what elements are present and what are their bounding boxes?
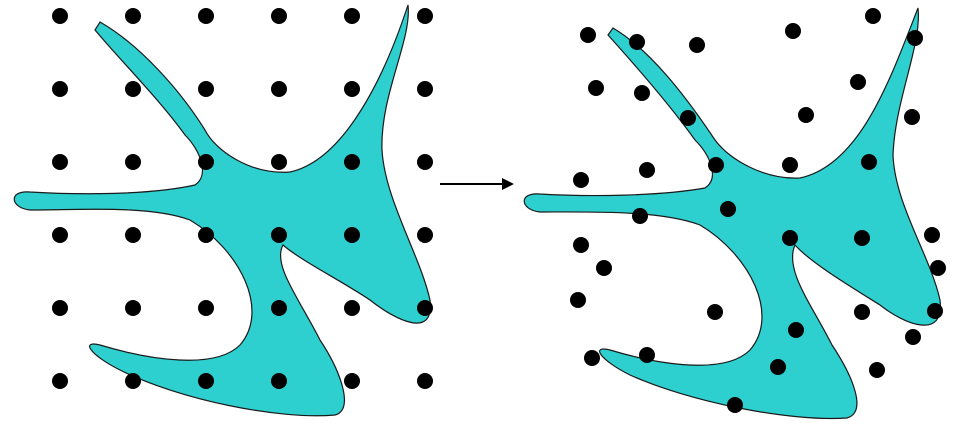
deformed-grid-dot bbox=[639, 347, 655, 363]
grid-dot bbox=[52, 227, 68, 243]
deformed-grid-dot bbox=[905, 329, 921, 345]
grid-dot bbox=[417, 154, 433, 170]
grid-dot bbox=[125, 300, 141, 316]
grid-dot bbox=[417, 300, 433, 316]
grid-dot bbox=[417, 81, 433, 97]
deformed-grid-dot bbox=[907, 30, 923, 46]
grid-dot bbox=[271, 154, 287, 170]
deformed-grid-dot bbox=[720, 201, 736, 217]
grid-dot bbox=[271, 373, 287, 389]
deformed-grid-dot bbox=[927, 303, 943, 319]
deformed-grid-dot bbox=[708, 157, 724, 173]
grid-dot bbox=[271, 300, 287, 316]
deformed-grid-dot bbox=[727, 397, 743, 413]
deformed-grid-dot bbox=[570, 292, 586, 308]
grid-dot bbox=[198, 227, 214, 243]
grid-dot bbox=[344, 8, 360, 24]
deformed-grid-dot bbox=[854, 304, 870, 320]
deformed-grid-dot bbox=[573, 237, 589, 253]
grid-dot bbox=[417, 8, 433, 24]
deformed-grid-dot bbox=[584, 350, 600, 366]
deformed-grid-dot bbox=[788, 322, 804, 338]
deformed-grid-dot bbox=[707, 304, 723, 320]
left-shape bbox=[13, 4, 431, 417]
arrowhead bbox=[502, 178, 514, 190]
deformed-grid-dot bbox=[629, 34, 645, 50]
grid-dot bbox=[52, 373, 68, 389]
grid-dot bbox=[198, 300, 214, 316]
grid-dot bbox=[52, 81, 68, 97]
grid-dot bbox=[344, 373, 360, 389]
grid-dot bbox=[344, 300, 360, 316]
grid-dot bbox=[271, 8, 287, 24]
grid-dot bbox=[344, 227, 360, 243]
deformed-grid-dot bbox=[785, 23, 801, 39]
deformed-grid-dot bbox=[588, 80, 604, 96]
grid-dot bbox=[52, 300, 68, 316]
grid-dot bbox=[125, 8, 141, 24]
deformed-grid-dot bbox=[850, 74, 866, 90]
deformed-grid-dot bbox=[854, 230, 870, 246]
deformed-grid-dot bbox=[865, 8, 881, 24]
transform-arrow bbox=[440, 178, 514, 190]
deformed-grid-dot bbox=[634, 85, 650, 101]
deformed-grid-dot bbox=[782, 230, 798, 246]
grid-dot bbox=[125, 373, 141, 389]
deformed-grid-dot bbox=[869, 362, 885, 378]
deformed-grid-dot bbox=[639, 162, 655, 178]
grid-dot bbox=[417, 227, 433, 243]
deformed-grid-dot bbox=[861, 154, 877, 170]
grid-dot bbox=[271, 81, 287, 97]
grid-dot bbox=[198, 154, 214, 170]
deformed-grid-dot bbox=[680, 110, 696, 126]
grid-dot bbox=[198, 81, 214, 97]
deformed-grid-dot bbox=[924, 227, 940, 243]
grid-dot bbox=[52, 154, 68, 170]
grid-dot bbox=[344, 81, 360, 97]
grid-dot bbox=[52, 8, 68, 24]
left-panel-regular-grid bbox=[13, 4, 433, 417]
deformed-grid-dot bbox=[596, 260, 612, 276]
grid-dot bbox=[198, 373, 214, 389]
grid-dot bbox=[125, 154, 141, 170]
deformed-grid-dot bbox=[798, 107, 814, 123]
deformed-grid-dot bbox=[770, 359, 786, 375]
right-panel-deformed-grid bbox=[523, 7, 946, 420]
grid-dot bbox=[344, 154, 360, 170]
grid-dot bbox=[271, 227, 287, 243]
deformed-grid-dot bbox=[632, 208, 648, 224]
grid-dot bbox=[198, 8, 214, 24]
deformed-grid-dot bbox=[782, 157, 798, 173]
deformed-grid-dot bbox=[904, 109, 920, 125]
deformed-grid-dot bbox=[689, 37, 705, 53]
deformed-grid-dot bbox=[573, 172, 589, 188]
deformed-grid-dot bbox=[580, 27, 596, 43]
grid-dot bbox=[125, 227, 141, 243]
deformed-grid-dot bbox=[930, 260, 946, 276]
grid-dot bbox=[125, 81, 141, 97]
grid-dot bbox=[417, 373, 433, 389]
